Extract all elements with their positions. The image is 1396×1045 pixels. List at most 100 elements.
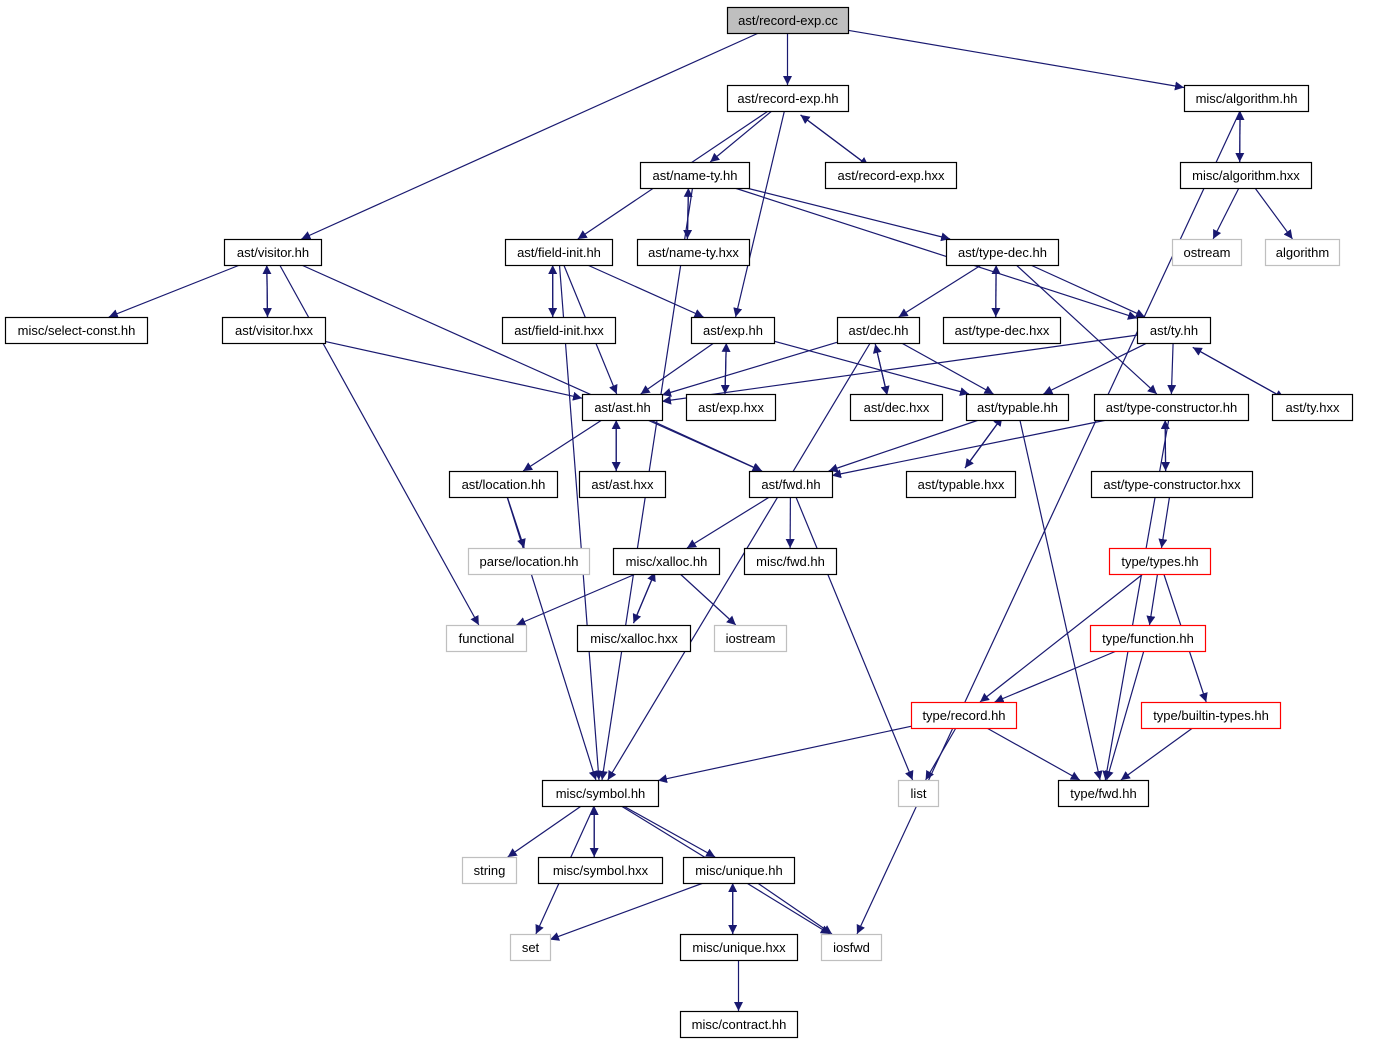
- node-unique-hxx[interactable]: misc/unique.hxx: [679, 933, 799, 962]
- edge-line: [1158, 496, 1171, 549]
- node-label: string: [474, 863, 506, 878]
- node-box: [679, 1010, 799, 1039]
- edge-ast_hh-to-location_hh: [522, 419, 603, 472]
- edge-symbol_hh-to-unique_hh: [623, 805, 716, 858]
- node-type-constructor-hxx[interactable]: ast/type-constructor.hxx: [1090, 470, 1254, 499]
- node-label: ast/typable.hh: [977, 400, 1058, 415]
- node-box: [1264, 238, 1341, 267]
- node-type-fwd-hh[interactable]: type/fwd.hh: [1057, 779, 1150, 808]
- node-exp-hxx[interactable]: ast/exp.hxx: [685, 393, 777, 422]
- node-symbol-hh[interactable]: misc/symbol.hh: [541, 779, 660, 808]
- node-record-exp-hxx[interactable]: ast/record-exp.hxx: [824, 161, 958, 190]
- node-misc-algorithm-hxx[interactable]: misc/algorithm.hxx: [1179, 161, 1313, 190]
- edge-line: [650, 419, 763, 472]
- node-misc-algorithm-hh[interactable]: misc/algorithm.hh: [1183, 84, 1310, 113]
- node-record-hh[interactable]: type/record.hh: [910, 701, 1018, 730]
- node-name-ty-hh[interactable]: ast/name-ty.hh: [639, 161, 751, 190]
- node-layer: ast/record-exp.cc ast/record-exp.hh misc/a…: [4, 6, 1354, 1039]
- node-dec-hxx[interactable]: ast/dec.hxx: [849, 393, 944, 422]
- node-typable-hh[interactable]: ast/typable.hh: [965, 393, 1070, 422]
- node-box: [445, 624, 528, 653]
- node-label: ast/ty.hh: [1150, 323, 1198, 338]
- edge-ty_hh-to-ast_hh: [661, 334, 1138, 405]
- node-xalloc-hh[interactable]: misc/xalloc.hh: [612, 547, 721, 576]
- node-ast-hxx[interactable]: ast/ast.hxx: [578, 470, 667, 499]
- node-box: [820, 933, 883, 962]
- edge-line: [1254, 187, 1293, 240]
- edge-record_exp_cc-to-visitor_hh: [301, 32, 759, 240]
- edge-line: [1104, 650, 1145, 781]
- node-dec-hh[interactable]: ast/dec.hh: [836, 316, 921, 345]
- node-label: ast/name-ty.hxx: [648, 245, 739, 260]
- edge-unique_hh-to-set: [549, 882, 704, 941]
- node-ostream: ostream: [1171, 238, 1243, 267]
- node-location-hh[interactable]: ast/location.hh: [448, 470, 559, 499]
- node-field-init-hxx[interactable]: ast/field-init.hxx: [501, 316, 617, 345]
- edge-function_hh-to-record_hh: [994, 650, 1117, 703]
- node-field-init-hh[interactable]: ast/field-init.hh: [504, 238, 614, 267]
- edge-line: [1120, 727, 1193, 781]
- node-box: [748, 470, 834, 499]
- node-set: set: [509, 933, 552, 962]
- edge-line: [507, 805, 582, 858]
- node-label: misc/xalloc.hxx: [590, 631, 678, 646]
- node-typable-hxx[interactable]: ast/typable.hxx: [905, 470, 1017, 499]
- node-misc-fwd-hh[interactable]: misc/fwd.hh: [743, 547, 838, 576]
- node-unique-hh[interactable]: misc/unique.hh: [682, 856, 796, 885]
- node-label: misc/algorithm.hxx: [1192, 168, 1300, 183]
- node-label: misc/unique.hxx: [692, 940, 786, 955]
- node-name-ty-hxx[interactable]: ast/name-ty.hxx: [636, 238, 751, 267]
- node-function-hh[interactable]: type/function.hh: [1089, 624, 1207, 653]
- edge-line: [686, 496, 770, 549]
- node-label: ast/fwd.hh: [761, 477, 820, 492]
- edge-types_hh-to-function_hh: [1146, 573, 1159, 626]
- node-visitor-hh[interactable]: ast/visitor.hh: [223, 238, 323, 267]
- node-ty-hh[interactable]: ast/ty.hh: [1136, 316, 1212, 345]
- edge-line: [1030, 264, 1146, 318]
- edge-line: [587, 264, 704, 318]
- node-types-hh[interactable]: type/types.hh: [1108, 547, 1212, 576]
- node-label: list: [911, 786, 927, 801]
- edge-type_dec_hh-to-ty_hh: [1030, 264, 1146, 318]
- node-label: misc/symbol.hxx: [553, 863, 649, 878]
- edge-dec_hh-to-ast_hh: [661, 341, 838, 397]
- node-box: [461, 856, 518, 885]
- edge-line: [986, 727, 1081, 781]
- node-box: [1090, 470, 1254, 499]
- edge-record_hh-to-symbol_hh: [657, 725, 912, 784]
- node-type-dec-hxx[interactable]: ast/type-dec.hxx: [942, 316, 1062, 345]
- node-label: parse/location.hh: [479, 554, 578, 569]
- node-label: ast/type-dec.hh: [958, 245, 1047, 260]
- node-type-constructor-hh[interactable]: ast/type-constructor.hh: [1093, 393, 1250, 422]
- edge-line: [1015, 264, 1158, 395]
- node-xalloc-hxx[interactable]: misc/xalloc.hxx: [576, 624, 692, 653]
- node-record-exp-hh[interactable]: ast/record-exp.hh: [726, 84, 850, 113]
- node-box: [223, 238, 323, 267]
- node-type-dec-hh[interactable]: ast/type-dec.hh: [945, 238, 1060, 267]
- edge-line: [108, 264, 241, 318]
- node-box: [4, 316, 149, 345]
- node-box: [824, 161, 958, 190]
- node-label: ast/dec.hxx: [864, 400, 930, 415]
- edge-unique_hh-to-iosfwd: [757, 882, 833, 935]
- node-exp-hh[interactable]: ast/exp.hh: [690, 316, 776, 345]
- node-symbol-hxx[interactable]: misc/symbol.hxx: [537, 856, 664, 885]
- edge-dec_hh-to-symbol_hh: [607, 342, 871, 781]
- edge-dec_hxx-to-dec_hh: [872, 343, 888, 396]
- node-fwd-hh[interactable]: ast/fwd.hh: [748, 470, 834, 499]
- node-visitor-hxx[interactable]: ast/visitor.hxx: [221, 316, 327, 345]
- node-ty-hxx[interactable]: ast/ty.hxx: [1271, 393, 1354, 422]
- edge-line: [979, 573, 1144, 703]
- node-ast-hh[interactable]: ast/ast.hh: [581, 393, 664, 422]
- edge-line: [800, 114, 869, 167]
- node-contract-hh[interactable]: misc/contract.hh: [679, 1010, 799, 1039]
- node-label: type/builtin-types.hh: [1153, 708, 1269, 723]
- node-select-const-hh[interactable]: misc/select-const.hh: [4, 316, 149, 345]
- node-builtin-types-hh[interactable]: type/builtin-types.hh: [1140, 701, 1282, 730]
- node-box: [581, 393, 664, 422]
- node-record-exp-cc[interactable]: ast/record-exp.cc: [726, 6, 850, 35]
- node-label: ast/field-init.hxx: [514, 323, 604, 338]
- node-box: [504, 238, 614, 267]
- edge-typable_hh-to-type_fwd_hh: [1019, 419, 1103, 781]
- node-box: [576, 624, 692, 653]
